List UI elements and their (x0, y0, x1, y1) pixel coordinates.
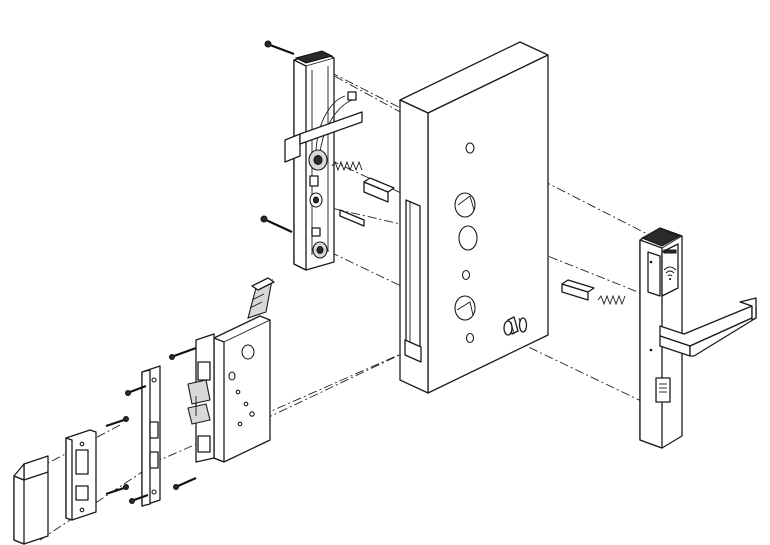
screw-icon (264, 40, 295, 56)
screw-icon (260, 215, 293, 233)
outer-spindle (561, 279, 595, 301)
spring-icon (597, 294, 626, 306)
alignment-lines (34, 59, 661, 541)
outer-lever-handle (659, 297, 757, 357)
door-hole-cylinder (454, 192, 476, 218)
inner-escutcheon (284, 50, 363, 271)
face-plate (141, 365, 161, 507)
door-hole-thumbturn (458, 225, 478, 251)
door-hole-top (465, 142, 475, 154)
screw-icon (129, 493, 149, 504)
spring-icon (331, 160, 363, 172)
screw-icon (105, 416, 129, 428)
screw-icon (169, 346, 197, 360)
card-reader-icon (655, 377, 671, 403)
door-hole-bottom (465, 332, 475, 344)
door-panel (399, 41, 549, 394)
strike-box (13, 455, 49, 545)
screw-icon (105, 484, 129, 496)
spindle-bar-lower (339, 209, 365, 227)
spindle-bar-upper (363, 177, 395, 203)
door-holes (454, 142, 478, 344)
screw-icon (173, 476, 197, 490)
strike-plate (65, 429, 97, 521)
mortise-lock-body (187, 277, 275, 463)
spindle-icon (503, 316, 528, 336)
screw-icon (125, 384, 147, 396)
door-hole-middle (461, 269, 471, 281)
wifi-icon (663, 266, 677, 280)
door-hole-spindle (454, 295, 476, 321)
